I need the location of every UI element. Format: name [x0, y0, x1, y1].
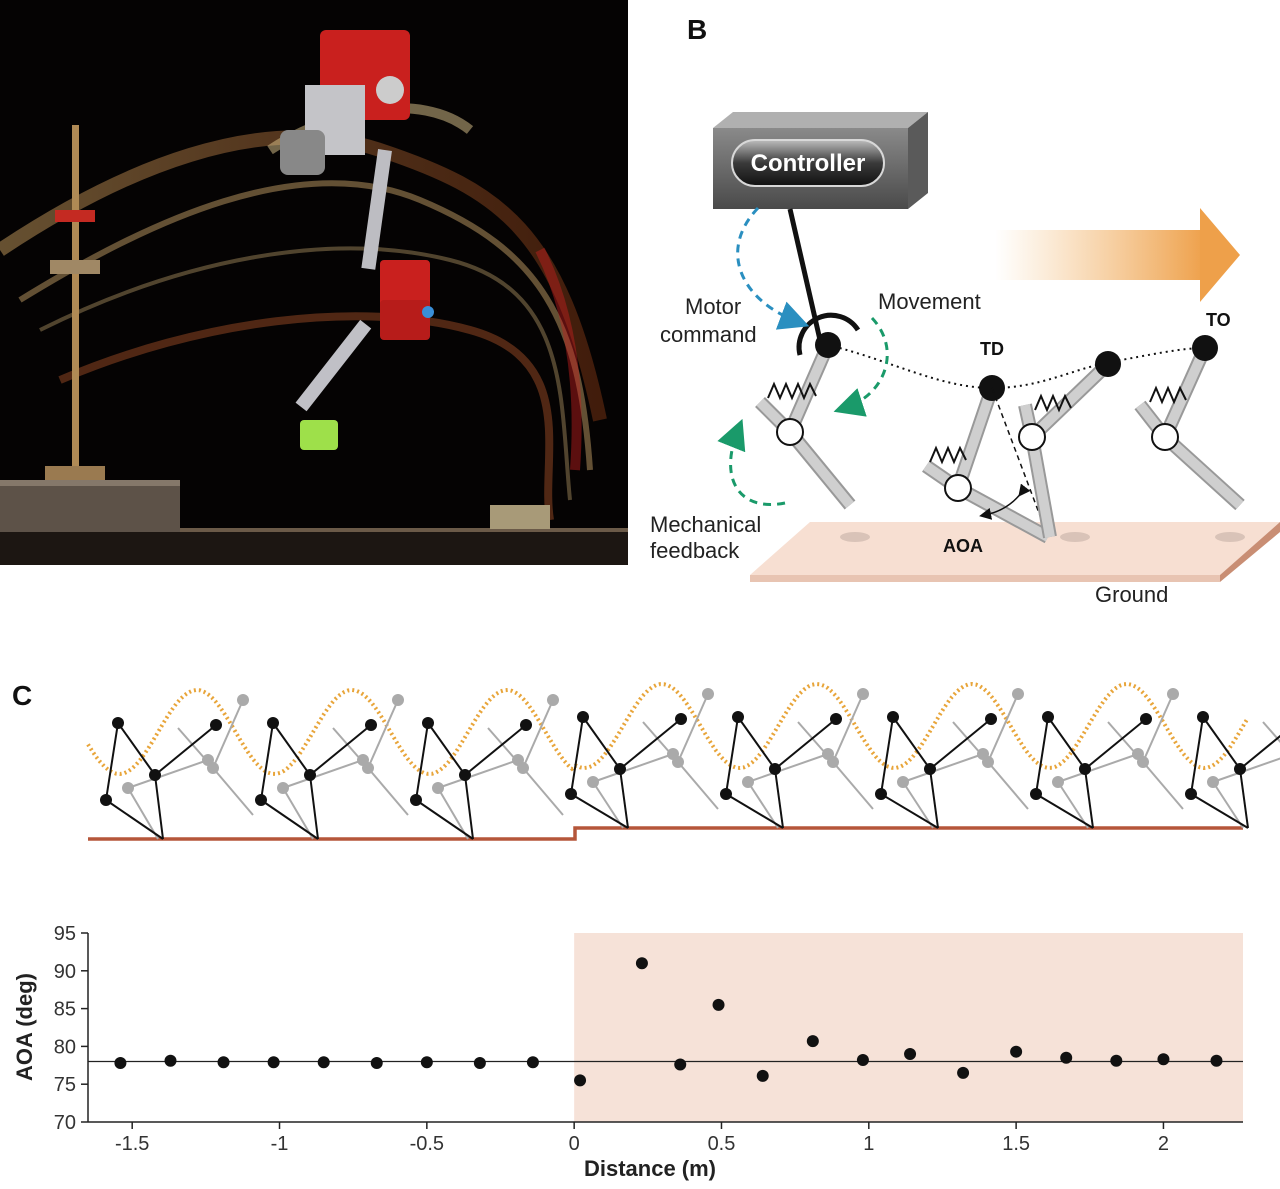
data-point	[806, 1035, 819, 1048]
data-point	[1210, 1054, 1223, 1067]
x-tick-label: 1	[863, 1133, 874, 1155]
data-point	[267, 1056, 280, 1069]
stride-figure	[875, 688, 1029, 829]
data-point	[635, 957, 648, 970]
stride-figure	[720, 688, 874, 829]
y-tick-label: 85	[54, 999, 76, 1021]
perturbed-region	[574, 933, 1243, 1122]
data-point	[856, 1054, 869, 1067]
ground-label: Ground	[1095, 582, 1168, 607]
leg-4: TO	[1134, 310, 1245, 511]
data-point	[674, 1058, 687, 1071]
panel-label-c: C	[12, 680, 33, 711]
x-tick-label: 2	[1158, 1133, 1169, 1155]
aoa-label: AOA	[943, 536, 983, 556]
controller-label: Controller	[751, 150, 866, 177]
y-tick-label: 80	[54, 1036, 76, 1058]
stride-figure	[1185, 711, 1280, 829]
x-tick-label: 0	[569, 1133, 580, 1155]
data-point	[473, 1057, 486, 1070]
data-point	[1010, 1045, 1023, 1058]
data-point	[370, 1057, 383, 1070]
data-point	[420, 1056, 433, 1069]
ground-plate: Ground	[750, 522, 1280, 607]
motor-icon	[796, 312, 861, 356]
stride-figure	[1030, 688, 1184, 829]
td-label: TD	[980, 339, 1004, 359]
x-axis-label: Distance (m)	[584, 1156, 716, 1181]
motor-command-arrow	[736, 206, 810, 330]
data-point	[957, 1066, 970, 1079]
data-point	[164, 1054, 177, 1067]
y-axis-label: AOA (deg)	[12, 973, 37, 1081]
data-point	[526, 1056, 539, 1069]
y-tick-label: 75	[54, 1074, 76, 1096]
data-point	[1110, 1054, 1123, 1067]
leg-1	[755, 312, 861, 510]
controller-box: Controller	[713, 112, 928, 209]
robot-leg-photo	[0, 0, 628, 565]
direction-arrow	[995, 208, 1240, 302]
leg-3	[1018, 351, 1121, 539]
to-label: TO	[1206, 310, 1231, 330]
movement-arrow	[833, 316, 889, 417]
panel-label-b: B	[687, 14, 708, 45]
data-point	[1060, 1051, 1073, 1064]
data-point	[114, 1057, 127, 1070]
data-point	[574, 1074, 587, 1087]
stride-figure	[565, 688, 719, 829]
y-tick-label: 70	[54, 1112, 76, 1134]
gait-sequence	[86, 681, 1280, 841]
terrain-step-line	[88, 826, 1243, 841]
data-point	[756, 1069, 769, 1082]
mechanical-feedback-label-1: Mechanical	[650, 512, 761, 537]
x-tick-label: -1	[271, 1133, 289, 1155]
leg-2: TD AOA	[922, 339, 1052, 556]
x-tick-label: 0.5	[708, 1133, 736, 1155]
aoa-chart: 70 75 80 85 90 95 -1.5 -1 -0.5 0 0.5 1 1.5 2 Distance…	[12, 923, 1243, 1181]
mechanical-feedback-label-2: feedback	[650, 538, 740, 563]
y-tick-label: 95	[54, 923, 76, 945]
data-point	[1157, 1053, 1170, 1066]
stride-figure	[255, 694, 409, 840]
stride-figure	[410, 694, 564, 840]
feedback-arrow	[717, 418, 786, 506]
hip-trajectory	[827, 344, 1206, 390]
robot-leg-illustration	[0, 0, 628, 565]
stride-figure	[100, 694, 254, 840]
data-point	[904, 1047, 917, 1060]
data-point	[217, 1056, 230, 1069]
motor-command-label-2: command	[660, 322, 757, 347]
x-tick-label: -0.5	[410, 1133, 444, 1155]
movement-label: Movement	[878, 289, 981, 314]
motor-command-label-1: Motor	[685, 294, 741, 319]
control-diagram: Controller Ground	[650, 112, 1280, 607]
x-tick-label: -1.5	[115, 1133, 149, 1155]
x-tick-label: 1.5	[1002, 1133, 1030, 1155]
y-tick-label: 90	[54, 961, 76, 983]
data-point	[712, 998, 725, 1011]
data-point	[317, 1056, 330, 1069]
